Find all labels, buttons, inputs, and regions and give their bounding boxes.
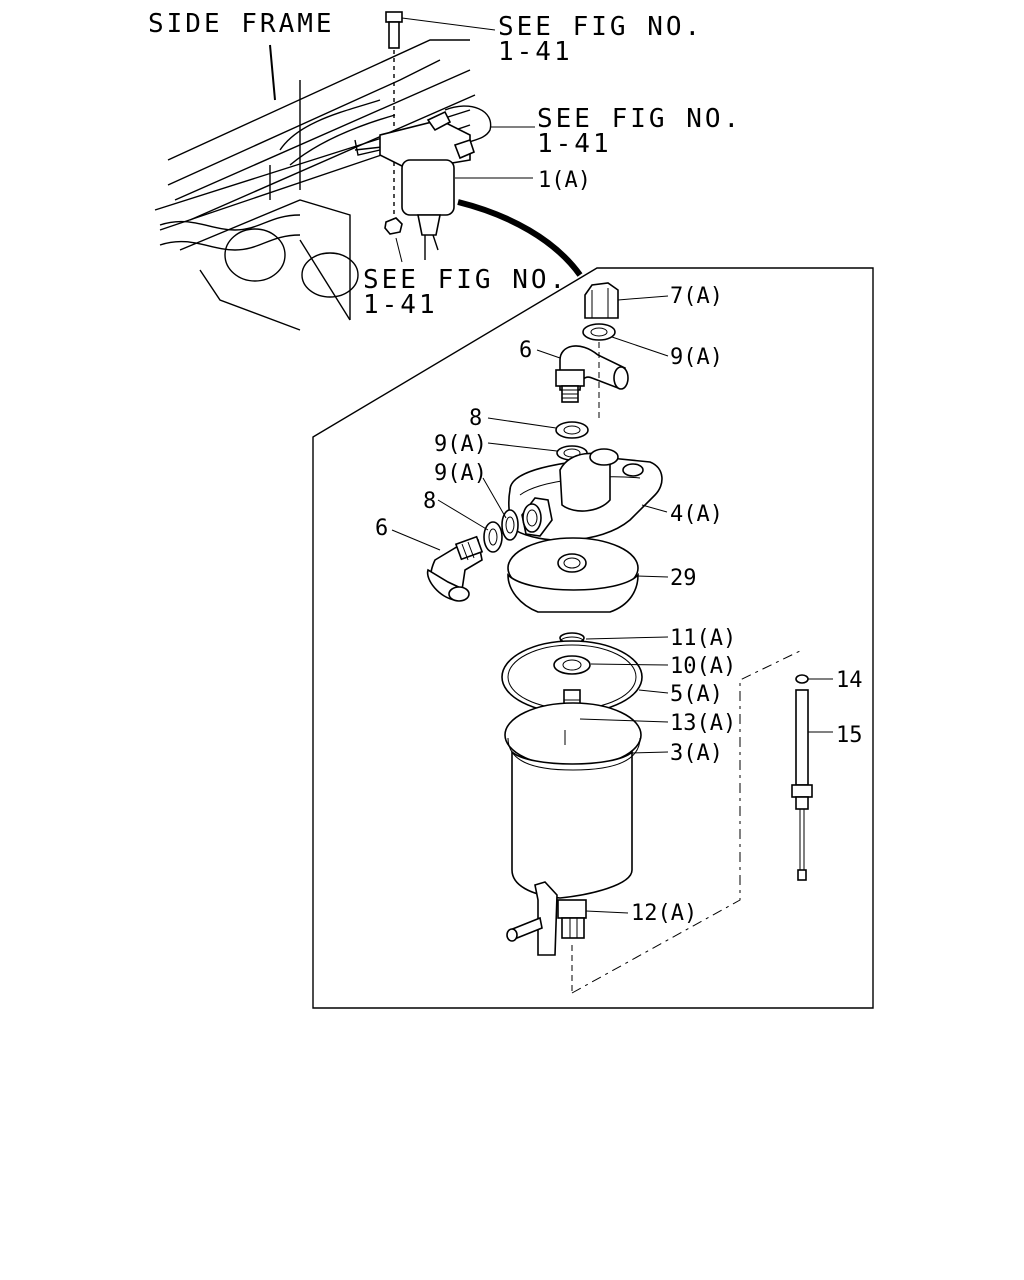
cover-29 bbox=[507, 537, 639, 613]
callout-8-left: 8 bbox=[423, 489, 436, 514]
see-fig-top-line1: SEE FIG NO. bbox=[498, 12, 703, 42]
callout-1a: 1(A) bbox=[538, 168, 591, 193]
callout-7a: 7(A) bbox=[670, 284, 723, 309]
callout-9a-mid: 9(A) bbox=[434, 432, 487, 457]
assembly-guide-line bbox=[571, 649, 803, 994]
filter-bowl-3a bbox=[504, 702, 642, 956]
drain-plug-12a bbox=[557, 899, 587, 995]
bleed-plug-7a bbox=[584, 282, 619, 319]
see-fig-top-line2: 1-41 bbox=[498, 37, 573, 67]
water-level-sensor-15 bbox=[791, 674, 813, 881]
callout-5a: 5(A) bbox=[670, 682, 723, 707]
elbow-fitting-6-top bbox=[555, 345, 629, 403]
callout-8-upper: 8 bbox=[469, 406, 482, 431]
washer-10a bbox=[553, 655, 591, 675]
side-frame-label: SIDE FRAME bbox=[148, 9, 335, 39]
overview-leader-lines bbox=[395, 17, 535, 263]
callout-15: 15 bbox=[836, 723, 863, 748]
detail-frame bbox=[312, 267, 874, 1009]
callout-3a: 3(A) bbox=[670, 741, 723, 766]
filter-head-4a bbox=[508, 448, 663, 542]
callout-14: 14 bbox=[836, 668, 863, 693]
callout-11a: 11(A) bbox=[670, 626, 736, 651]
see-fig-bottom-line1: SEE FIG NO. bbox=[363, 265, 568, 295]
callout-4a: 4(A) bbox=[670, 502, 723, 527]
detail-leader-lines bbox=[391, 295, 833, 914]
detail-arrow bbox=[457, 199, 583, 277]
washer-8-left bbox=[483, 521, 503, 553]
side-frame-illustration: SIDE FRAME bbox=[148, 9, 476, 331]
washer-8-upper bbox=[555, 421, 589, 439]
elbow-fitting-6-left bbox=[426, 535, 484, 602]
callout-9a-top: 9(A) bbox=[670, 345, 723, 370]
see-fig-bottom-line2: 1-41 bbox=[363, 290, 438, 320]
washer-9a-top bbox=[582, 323, 616, 341]
callout-6-left: 6 bbox=[375, 516, 388, 541]
callout-13a: 13(A) bbox=[670, 711, 736, 736]
callout-29: 29 bbox=[670, 566, 697, 591]
callout-10a: 10(A) bbox=[670, 654, 736, 679]
assembled-filter-thumbnail bbox=[354, 11, 492, 260]
see-fig-mid-line1: SEE FIG NO. bbox=[537, 104, 742, 134]
callout-9a-left: 9(A) bbox=[434, 461, 487, 486]
callout-6-top: 6 bbox=[519, 338, 532, 363]
callout-12a: 12(A) bbox=[631, 901, 697, 926]
see-fig-mid-line2: 1-41 bbox=[537, 129, 612, 159]
